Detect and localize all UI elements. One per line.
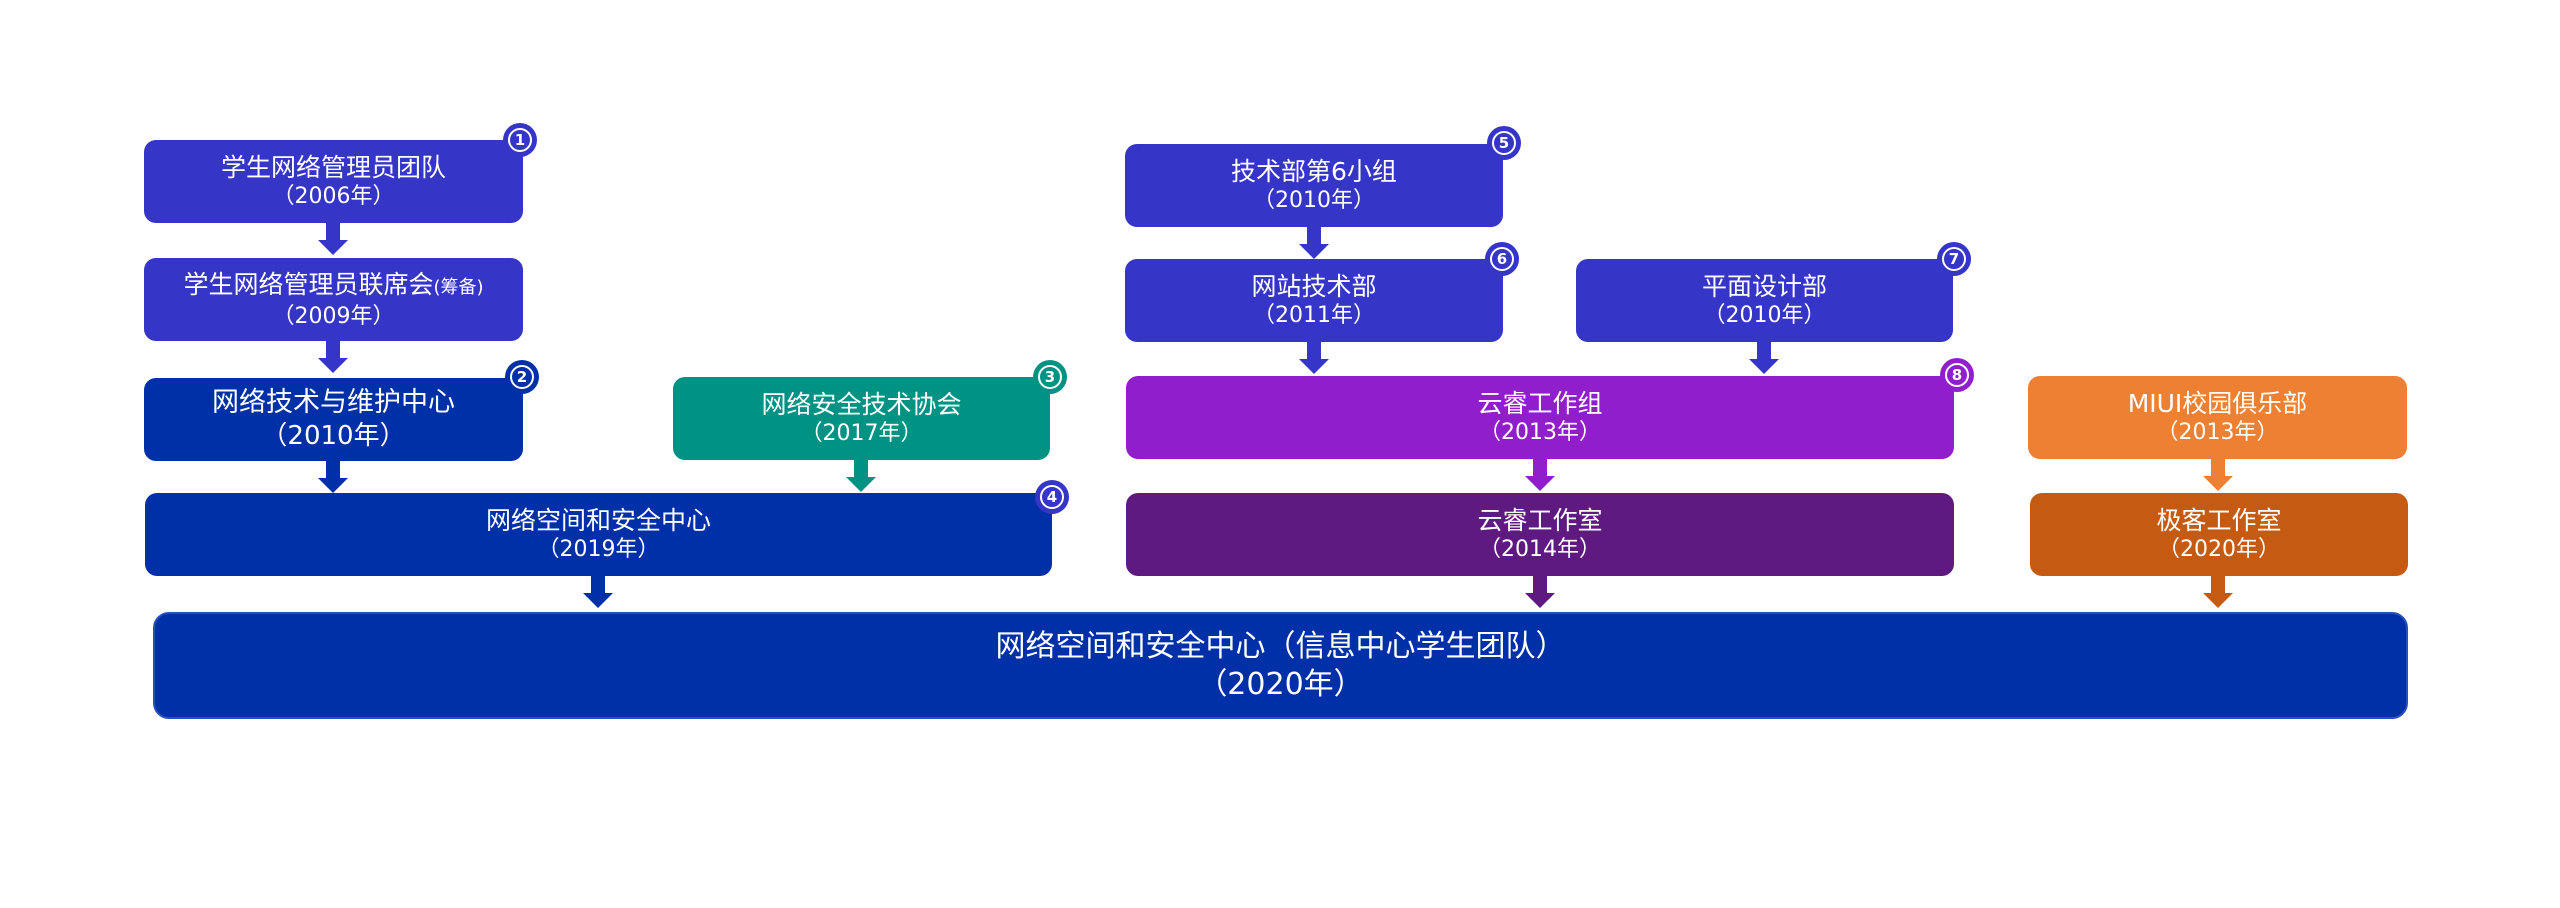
badge-number: 6	[1490, 247, 1514, 271]
node-title: 云睿工作组	[1477, 389, 1603, 418]
badge-4: 4	[1035, 480, 1069, 514]
node-cyberspace-security-center-2019: 网络空间和安全中心 （2019年）	[145, 493, 1052, 576]
node-network-tech-maintenance-center: 网络技术与维护中心 （2010年）	[144, 378, 523, 461]
node-title: MIUI校园俱乐部	[2127, 389, 2308, 418]
node-title-suffix: (筹备)	[433, 276, 484, 298]
badge-2: 2	[505, 360, 539, 394]
badge-number: 5	[1492, 131, 1516, 155]
arrow-down-icon	[2203, 576, 2233, 608]
arrow-down-icon	[1749, 342, 1779, 374]
node-year: （2013年）	[2156, 420, 2279, 445]
node-student-network-admin-team: 学生网络管理员团队 （2006年）	[144, 140, 523, 223]
node-title: 极客工作室	[2156, 506, 2282, 535]
node-year: （2019年）	[537, 537, 660, 562]
node-title: 技术部第6小组	[1231, 157, 1397, 186]
badge-number: 1	[508, 128, 532, 152]
node-title: 学生网络管理员联席会(筹备)	[183, 269, 483, 303]
node-year: （2010年）	[1703, 303, 1826, 328]
badge-5: 5	[1487, 126, 1521, 160]
node-miui-campus-club: MIUI校园俱乐部 （2013年）	[2028, 376, 2407, 459]
badge-number: 7	[1942, 247, 1966, 271]
badge-6: 6	[1485, 242, 1519, 276]
node-geek-studio: 极客工作室 （2020年）	[2030, 493, 2408, 576]
arrow-down-icon	[318, 341, 348, 373]
node-title: 网络空间和安全中心	[485, 506, 711, 535]
badge-number: 2	[510, 365, 534, 389]
node-year: （2020年）	[1197, 666, 1364, 702]
node-yunrui-studio: 云睿工作室 （2014年）	[1126, 493, 1954, 576]
node-student-network-admin-council: 学生网络管理员联席会(筹备) （2009年）	[144, 258, 523, 341]
node-year: （2006年）	[272, 184, 395, 209]
node-title: 云睿工作室	[1477, 506, 1603, 535]
node-graphic-design-dept: 平面设计部 （2010年）	[1576, 259, 1953, 342]
arrow-down-icon	[318, 223, 348, 255]
arrow-down-icon	[1525, 576, 1555, 608]
arrow-down-icon	[1299, 342, 1329, 374]
node-yunrui-working-group: 云睿工作组 （2013年）	[1126, 376, 1954, 459]
node-tech-dept-group-6: 技术部第6小组 （2010年）	[1125, 144, 1503, 227]
badge-7: 7	[1937, 242, 1971, 276]
node-website-tech-dept: 网站技术部 （2011年）	[1125, 259, 1503, 342]
node-year: （2020年）	[2158, 537, 2280, 562]
badge-1: 1	[503, 123, 537, 157]
badge-8: 8	[1940, 358, 1974, 392]
node-title: 网站技术部	[1251, 272, 1377, 301]
node-year: （2010年）	[1253, 188, 1375, 213]
node-title-main: 学生网络管理员联席会	[183, 269, 434, 299]
node-title: 网络安全技术协会	[761, 390, 962, 419]
node-year: （2009年）	[272, 303, 395, 329]
badge-number: 8	[1945, 363, 1969, 387]
node-network-security-tech-association: 网络安全技术协会 （2017年）	[673, 377, 1050, 460]
node-cyberspace-security-center-final: 网络空间和安全中心（信息中心学生团队） （2020年）	[153, 612, 2408, 719]
arrow-down-icon	[2203, 459, 2233, 491]
arrow-down-icon	[1299, 227, 1329, 259]
badge-number: 3	[1038, 365, 1062, 389]
node-title: 学生网络管理员团队	[220, 153, 446, 182]
node-year: （2014年）	[1479, 537, 1601, 562]
badge-number: 4	[1040, 485, 1064, 509]
node-year: （2011年）	[1253, 303, 1375, 328]
arrow-down-icon	[846, 460, 876, 492]
node-title: 网络空间和安全中心（信息中心学生团队）	[995, 628, 1566, 664]
node-title: 平面设计部	[1701, 272, 1827, 301]
arrow-down-icon	[1525, 459, 1555, 491]
arrow-down-icon	[318, 461, 348, 493]
node-year: （2013年）	[1479, 420, 1601, 445]
node-year: （2010年）	[261, 421, 406, 451]
badge-3: 3	[1033, 360, 1067, 394]
arrow-down-icon	[583, 576, 613, 608]
node-year: （2017年）	[800, 421, 923, 446]
node-title: 网络技术与维护中心	[212, 387, 455, 418]
